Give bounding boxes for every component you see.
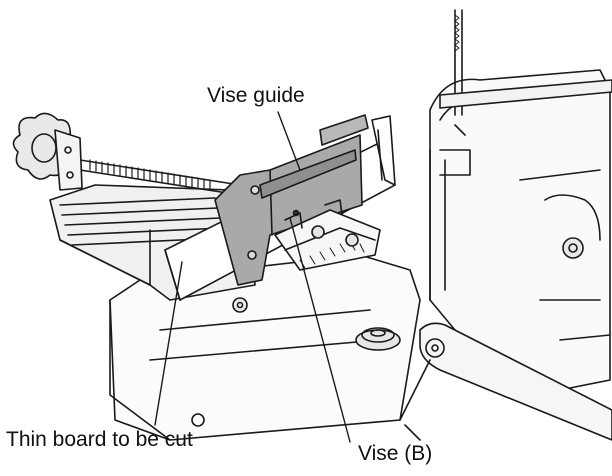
leader-vise-guide bbox=[277, 111, 301, 171]
label-thin-board: Thin board to be cut bbox=[6, 428, 193, 451]
label-vise-b: Vise (B) bbox=[358, 442, 433, 465]
callout-leaders bbox=[154, 111, 351, 443]
saw-arm bbox=[399, 322, 612, 441]
saw-housing bbox=[429, 69, 611, 391]
vise-handle-knob bbox=[12, 112, 83, 191]
saw-blade bbox=[439, 9, 612, 116]
lead-screw bbox=[79, 159, 241, 196]
vise-guide bbox=[214, 114, 369, 286]
leader-vise-b bbox=[289, 217, 351, 443]
leader-thin-board bbox=[154, 261, 183, 426]
label-vise-guide: Vise guide bbox=[207, 84, 305, 107]
vise-b-jaw bbox=[274, 199, 381, 271]
